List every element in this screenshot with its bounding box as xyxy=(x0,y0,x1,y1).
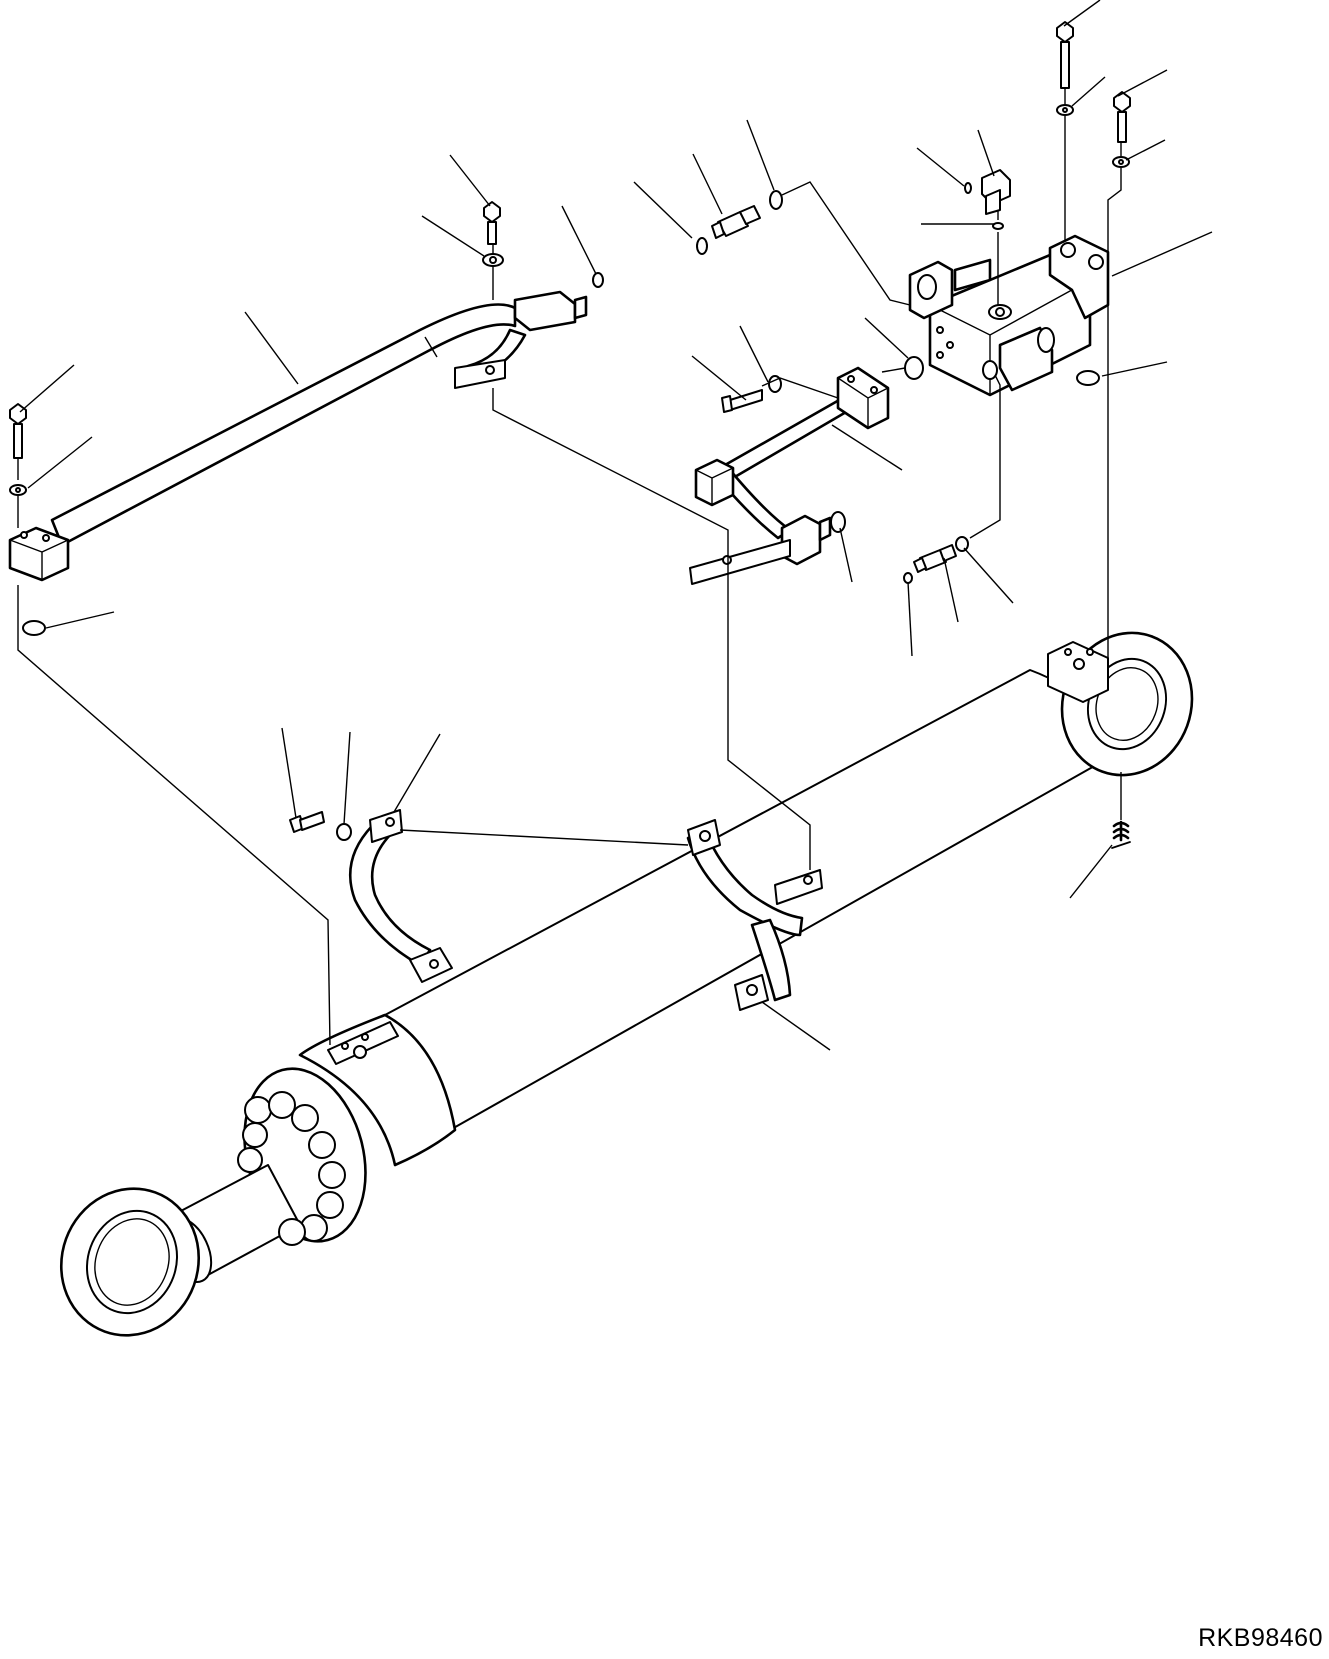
o-rings xyxy=(22,182,1100,636)
short-pipe xyxy=(723,393,855,480)
bolt-right xyxy=(1112,91,1131,168)
pipe-end-block xyxy=(8,526,70,582)
fitting-nipple-bottom xyxy=(913,544,957,573)
bolt-clamp xyxy=(289,811,352,841)
pipe-flange xyxy=(836,366,890,430)
hydraulic-cylinder xyxy=(59,631,1194,1337)
valve-block xyxy=(908,234,1110,397)
fitting-elbow xyxy=(981,169,1011,215)
fitting-nipple-top xyxy=(711,205,761,239)
long-pipe xyxy=(50,303,517,547)
flange-bolts xyxy=(237,1091,346,1246)
drawing-reference-code: RKB98460 xyxy=(1198,1624,1323,1652)
clamp-half-loose xyxy=(348,824,432,967)
cylinder-band-clamps xyxy=(348,809,823,1011)
short-pipe-bracket xyxy=(689,539,791,585)
bolt-top-right xyxy=(1056,21,1074,116)
bolt-left xyxy=(9,403,27,496)
long-pipe-assembly xyxy=(8,290,588,582)
leader-lines xyxy=(19,0,1213,1051)
assembly-lines xyxy=(17,88,1122,1046)
clamp-upper xyxy=(686,828,804,937)
fasteners xyxy=(9,21,1131,841)
bolt-top-left xyxy=(482,201,504,267)
short-pipe-assembly xyxy=(689,366,890,585)
rear-mounting-pad xyxy=(1047,641,1109,703)
clamp-lower xyxy=(750,918,792,1002)
grease-fitting xyxy=(1111,820,1131,849)
